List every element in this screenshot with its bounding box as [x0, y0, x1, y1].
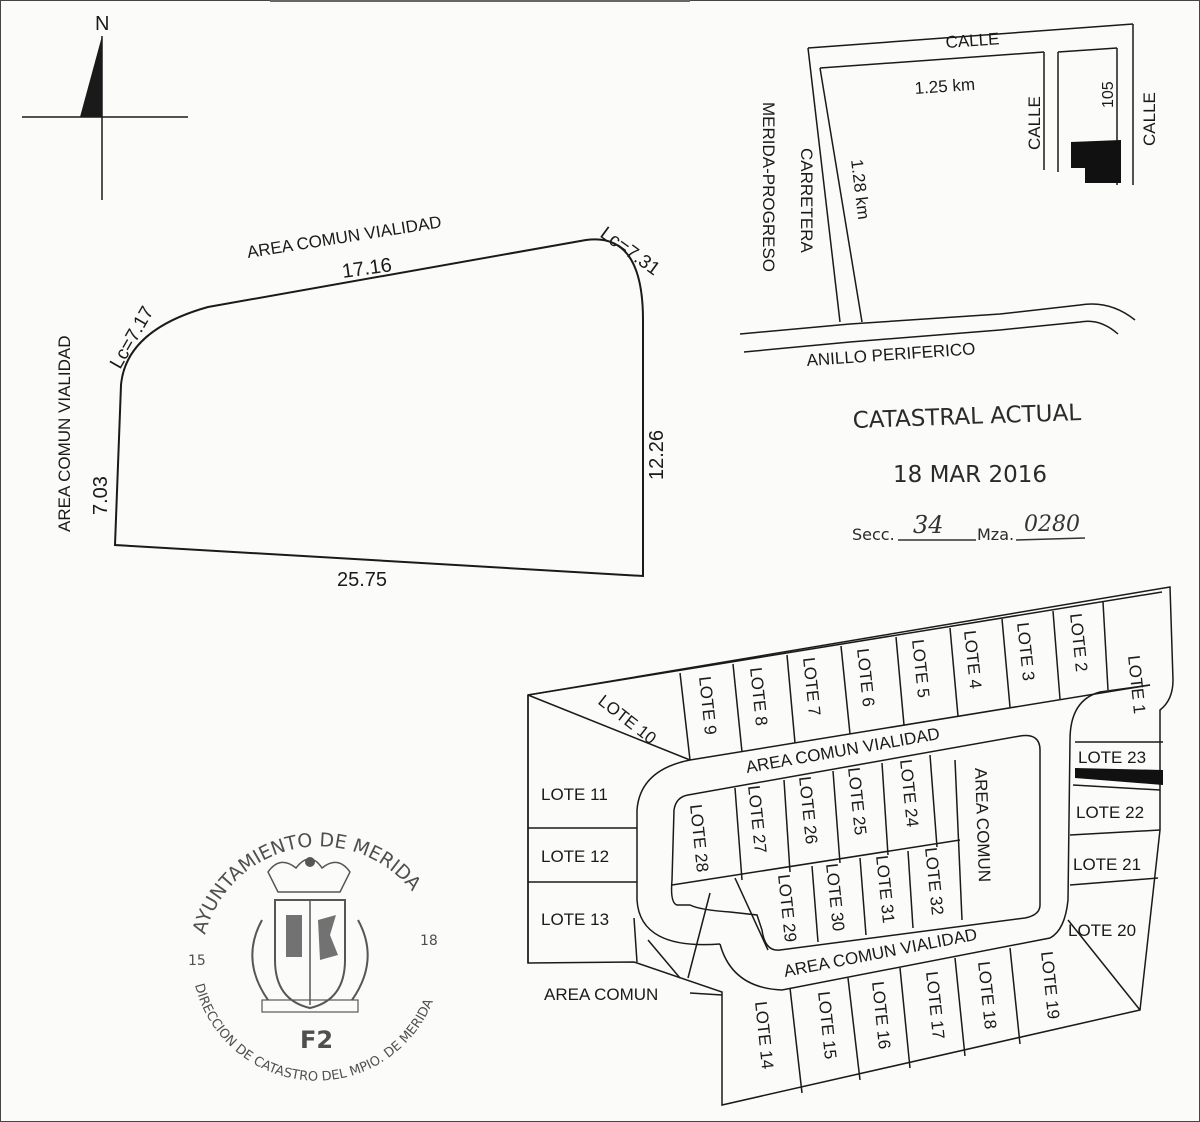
- lot-20: LOTE 20: [1068, 921, 1136, 940]
- lot-3: LOTE 3: [1013, 621, 1038, 681]
- lot-4: LOTE 4: [960, 629, 985, 689]
- lot-18: LOTE 18: [974, 960, 1000, 1030]
- street-mid-label: CALLE: [1025, 96, 1044, 150]
- lot-15: LOTE 15: [814, 990, 840, 1060]
- parcel-right-length: 12.26: [646, 430, 668, 480]
- parcel-top-road-label: AREA COMUN VIALIDAD: [246, 212, 443, 262]
- municipal-seal: AYUNTAMIENTO DE MERIDA DIRECCION DE CATA…: [188, 829, 438, 1085]
- lot-22: LOTE 22: [1076, 803, 1144, 822]
- lot-21: LOTE 21: [1073, 855, 1141, 874]
- lot-6: LOTE 6: [853, 647, 878, 707]
- parcel-arc-left: Lc=7.17: [106, 303, 158, 373]
- lot-32: LOTE 32: [921, 846, 947, 916]
- lot-26: LOTE 26: [795, 775, 821, 845]
- lot-number-label: 105: [1100, 81, 1117, 108]
- lot-14: LOTE 14: [751, 1000, 777, 1070]
- lot-9: LOTE 9: [695, 675, 720, 735]
- parcel-outline: [113, 238, 644, 578]
- lot-29: LOTE 29: [774, 873, 800, 943]
- lot-13: LOTE 13: [541, 910, 609, 929]
- road-bottom-label: AREA COMUN VIALIDAD: [782, 925, 979, 981]
- lot-11: LOTE 11: [541, 785, 608, 804]
- lot-16: LOTE 16: [868, 980, 894, 1050]
- lot-23-marker-top: [1075, 728, 1130, 735]
- common-area-center: AREA COMUN: [971, 767, 994, 882]
- seal-code: F2: [300, 1026, 333, 1054]
- street-top-label: CALLE: [945, 29, 1000, 52]
- lot-10: LOTE 10: [595, 691, 660, 748]
- lot-30: LOTE 30: [822, 862, 848, 932]
- lot-28: LOTE 28: [686, 803, 712, 873]
- common-area-callout: AREA COMUN: [544, 985, 658, 1004]
- lot-25: LOTE 25: [844, 766, 870, 836]
- lot-8: LOTE 8: [746, 666, 771, 726]
- seal-year-right: 18: [420, 933, 438, 949]
- highway-line1: CARRETERA: [797, 148, 816, 254]
- lot-31: LOTE 31: [872, 854, 898, 924]
- lot-23: LOTE 23: [1078, 748, 1146, 767]
- lot-24: LOTE 24: [896, 758, 922, 828]
- lot-12: LOTE 12: [541, 847, 609, 866]
- highway-line2: MERIDA-PROGRESO: [759, 102, 778, 272]
- street-right-label: CALLE: [1140, 92, 1159, 146]
- stamp-mza-label: Mza.: [977, 525, 1014, 544]
- stamp-secc-value: 34: [913, 511, 944, 539]
- stamp-title: CATASTRAL ACTUAL: [852, 400, 1081, 434]
- parcel-left-length: 7.03: [90, 476, 112, 515]
- stamp-mza-value: 0280: [1024, 512, 1080, 537]
- parcel-bottom-length: 25.75: [337, 569, 387, 591]
- lot-5: LOTE 5: [908, 638, 933, 698]
- coat-of-arms-icon: [251, 857, 369, 1013]
- lot-17: LOTE 17: [922, 970, 948, 1040]
- lot-19: LOTE 19: [1037, 950, 1063, 1020]
- north-arrow-icon: [22, 36, 188, 200]
- stamp-date: 18 MAR 2016: [893, 462, 1047, 488]
- north-label: N: [95, 13, 109, 35]
- subdivision-plan: [527, 586, 1174, 1106]
- dist-horizontal-label: 1.25 km: [914, 75, 976, 98]
- parcel-arc-right: Lc=7.31: [596, 223, 663, 280]
- lot-1: LOTE 1: [1124, 654, 1149, 714]
- seal-arc-text: AYUNTAMIENTO DE MERIDA: [189, 829, 426, 936]
- parcel-left-road-label: AREA COMUN VIALIDAD: [55, 336, 74, 533]
- lot-2: LOTE 2: [1066, 612, 1091, 672]
- stamp-mza-line: [1015, 537, 1086, 541]
- dist-vertical-label: 1.28 km: [847, 158, 873, 220]
- seal-year-left: 15: [188, 953, 206, 969]
- lot-location-marker: [1071, 140, 1121, 183]
- lot-7: LOTE 7: [799, 656, 824, 716]
- lot-23-marker-bottom: [1075, 768, 1163, 785]
- lot-27: LOTE 27: [744, 784, 770, 854]
- stamp-secc-label: Secc.: [852, 525, 895, 544]
- parcel-top-length: 17.16: [341, 254, 394, 283]
- location-map: [739, 23, 1136, 353]
